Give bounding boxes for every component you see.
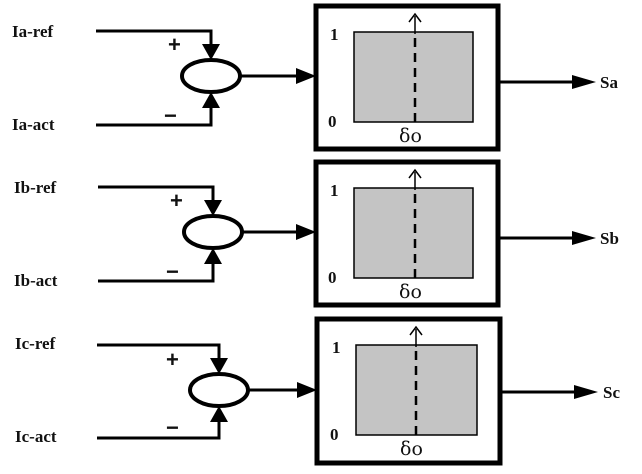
act-signal-line (98, 256, 215, 283)
hysteresis-high-label: 1 (330, 25, 339, 44)
ref-input-label: Ia-ref (12, 22, 54, 41)
act-arrow (210, 406, 228, 422)
act-arrow (204, 248, 222, 264)
act-input-label: Ia-act (12, 115, 55, 134)
output-arrow (572, 231, 596, 245)
ref-signal-line (97, 343, 221, 366)
error-arrow (297, 382, 317, 398)
plus-sign: + (170, 188, 183, 213)
hysteresis-band (353, 187, 474, 279)
plus-sign: + (166, 347, 179, 372)
error-arrow (296, 224, 316, 240)
hysteresis-high-label: 1 (332, 338, 341, 357)
act-signal-line (97, 414, 221, 440)
ref-signal-line (98, 185, 215, 208)
output-arrow (574, 385, 598, 399)
ref-signal-line (96, 29, 213, 52)
summing-junction (188, 372, 250, 408)
ref-input-label: Ib-ref (14, 178, 57, 197)
hysteresis-band (353, 31, 474, 123)
act-input-label: Ic-act (15, 427, 57, 446)
axis-arrow-icon (408, 12, 422, 23)
phase-a-block: Ia-ref Ia-act + − 1 0 δo Sa (12, 3, 618, 152)
hysteresis-low-label: 0 (328, 112, 337, 131)
axis-arrow-icon (408, 168, 422, 179)
ref-arrow (204, 200, 222, 216)
error-arrow (296, 68, 316, 84)
summing-junction (182, 214, 244, 250)
axis-arrow-icon (409, 325, 423, 336)
output-label: Sc (603, 383, 620, 402)
minus-sign: − (166, 259, 179, 284)
hysteresis-high-label: 1 (330, 181, 339, 200)
act-arrow (202, 92, 220, 108)
act-input-label: Ib-act (14, 271, 58, 290)
phase-b-block: Ib-ref Ib-act + − 1 0 δo Sb (14, 159, 619, 308)
act-signal-line (96, 100, 213, 127)
summing-junction (180, 58, 242, 94)
output-arrow (572, 75, 596, 89)
ref-arrow (210, 358, 228, 374)
hysteresis-low-label: 0 (330, 425, 339, 444)
phase-c-block: Ic-ref Ic-act + − 1 0 δo Sc (15, 316, 620, 466)
hysteresis-band-label: δo (400, 438, 423, 460)
minus-sign: − (166, 415, 179, 440)
minus-sign: − (164, 103, 177, 128)
ref-arrow (202, 44, 220, 60)
hysteresis-band-label: δo (399, 281, 422, 303)
plus-sign: + (168, 32, 181, 57)
output-label: Sa (600, 73, 618, 92)
hysteresis-band-label: δo (399, 125, 422, 147)
ref-input-label: Ic-ref (15, 334, 56, 353)
output-label: Sb (600, 229, 619, 248)
hysteresis-low-label: 0 (328, 268, 337, 287)
